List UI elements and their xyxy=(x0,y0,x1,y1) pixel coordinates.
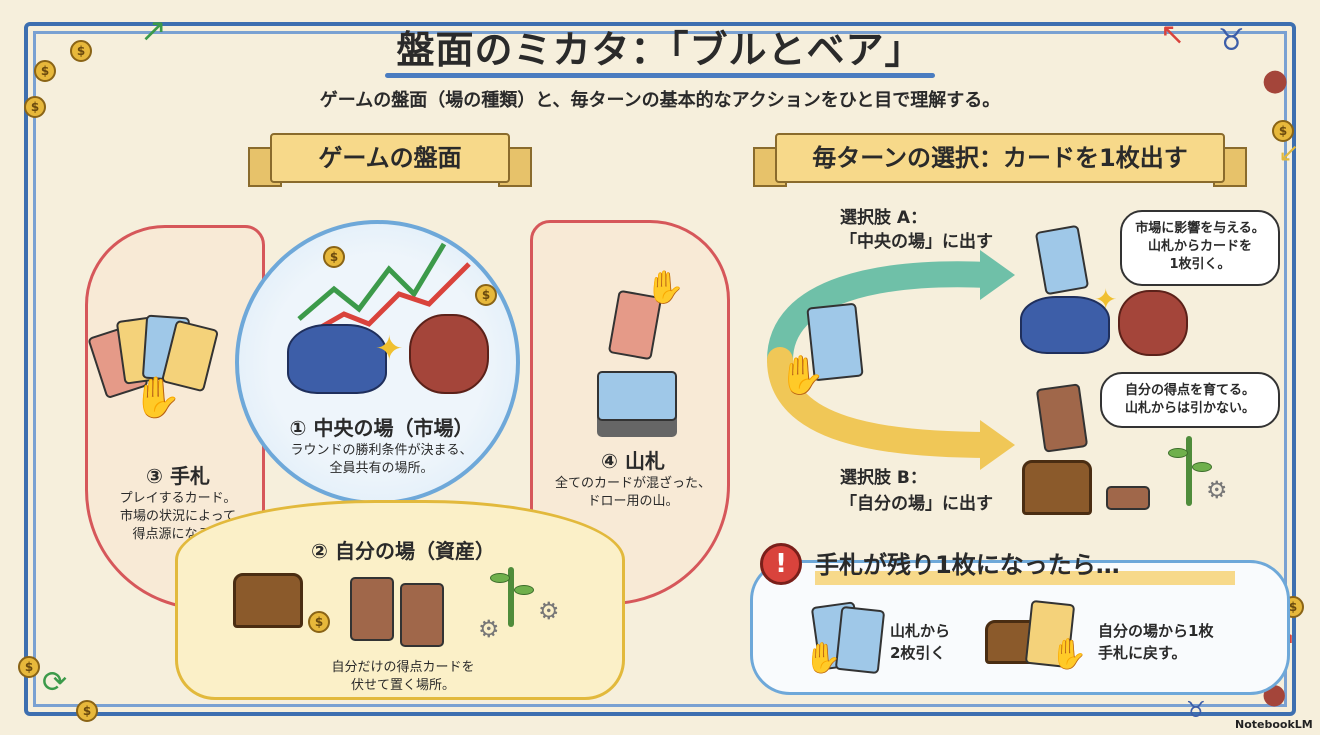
arrow-up-right-icon: ↗ xyxy=(140,11,167,49)
hand-drawing-icon: ✋ xyxy=(645,268,685,306)
leaf-icon xyxy=(1192,462,1212,472)
deck-zone: ✋ ④ 山札 全てのカードが混ざった、 ドロー用の山。 xyxy=(530,220,730,605)
bull-figure xyxy=(287,324,387,394)
option-a-speech-3: 1枚引く。 xyxy=(1169,257,1231,272)
bear-figure xyxy=(409,314,489,394)
growing-plant-icon xyxy=(1186,436,1192,506)
leaf-icon xyxy=(490,573,510,583)
return-card-text-2: 手札に戻す。 xyxy=(1098,644,1187,662)
bull-head-icon: ♉ xyxy=(1186,698,1206,723)
option-a-label-2: 「中央の場」に出す xyxy=(840,232,993,252)
facedown-card xyxy=(1035,383,1089,453)
coin-icon: $ xyxy=(34,60,56,82)
asset-zone: ② 自分の場（資産） $ ⚙ ⚙ 自分だけの得点カードを 伏せて置く場所。 xyxy=(175,500,625,700)
option-b-label-2: 「自分の場」に出す xyxy=(840,494,993,514)
option-a-speech-2: 山札からカードを xyxy=(1147,239,1252,254)
deck-zone-desc-2: ドロー用の山。 xyxy=(587,494,679,509)
bear-head-icon: ● xyxy=(1262,63,1289,98)
gear-icon: ⚙ xyxy=(1206,476,1228,504)
leaf-icon xyxy=(514,585,534,595)
hand-holding-icon: ✋ xyxy=(804,641,842,676)
deck-zone-title: ④ 山札 xyxy=(601,449,665,473)
gear-icon: ⚙ xyxy=(538,597,560,625)
cycle-arrows-icon: ⟳ xyxy=(42,665,68,700)
option-a-label-1: 選択肢 A： xyxy=(840,208,928,228)
treasure-chest-icon xyxy=(1022,460,1092,515)
asset-card-stack xyxy=(1106,486,1150,510)
turn-choice-ribbon: 毎ターンの選択：カードを1枚出す xyxy=(753,133,1247,187)
board-section-ribbon: ゲームの盤面 xyxy=(248,133,532,187)
market-zone-title: ① 中央の場（市場） xyxy=(289,416,474,440)
draw-two-text-2: 2枚引く xyxy=(890,644,946,662)
deck-zone-desc-1: 全てのカードが混ざった、 xyxy=(554,476,711,491)
coin-icon: $ xyxy=(24,96,46,118)
market-zone-desc-2: 全員共有の場所。 xyxy=(329,461,434,476)
drawn-card xyxy=(834,605,886,675)
growing-plant-icon xyxy=(508,567,514,627)
facedown-card xyxy=(350,577,394,641)
asset-zone-title: ② 自分の場（資産） xyxy=(311,539,495,563)
hand-zone-desc-2: 市場の状況によって xyxy=(120,509,236,524)
hand-zone-title: ③ 手札 xyxy=(146,464,210,488)
bull-head-icon: ♉ xyxy=(1218,23,1245,58)
deck-stack xyxy=(597,371,677,421)
option-b-speech: 自分の得点を育てる。 山札からは引かない。 xyxy=(1100,372,1280,428)
page-subtitle: ゲームの盤面（場の種類）と、毎ターンの基本的なアクションをひと目で理解する。 xyxy=(319,90,1001,111)
title-underline xyxy=(385,73,935,78)
market-chart-arrows xyxy=(297,242,471,337)
gear-icon: ⚙ xyxy=(478,615,500,643)
option-a-speech: 市場に影響を与える。 山札からカードを 1枚引く。 xyxy=(1120,210,1280,286)
one-card-left-title: 手札が残り1枚になったら… xyxy=(815,545,1235,585)
hand-holding-icon: ✋ xyxy=(1050,637,1088,672)
coin-icon: $ xyxy=(308,611,330,633)
asset-zone-desc-1: 自分だけの得点カードを xyxy=(331,660,475,675)
coin-icon: $ xyxy=(475,284,497,306)
choice-arrows xyxy=(767,250,1015,470)
clash-spark-icon: ✦ xyxy=(375,329,404,369)
draw-two-text-1: 山札から xyxy=(890,622,951,640)
bear-figure xyxy=(1118,290,1188,356)
page-title: 盤面のミカタ：「ブルとベア」 xyxy=(396,28,924,72)
option-b-speech-1: 自分の得点を育てる。 xyxy=(1124,383,1255,398)
market-zone-desc-1: ラウンドの勝利条件が決まる、 xyxy=(290,443,473,458)
exclamation-icon: ! xyxy=(760,543,802,585)
coin-icon: $ xyxy=(18,656,40,678)
clash-spark-icon: ✦ xyxy=(1094,283,1118,316)
return-card-text-1: 自分の場から1枚 xyxy=(1098,622,1214,640)
watermark: NotebookLM xyxy=(1235,718,1313,731)
market-zone: ✦ $ $ ① 中央の場（市場） ラウンドの勝利条件が決まる、 全員共有の場所。 xyxy=(235,220,520,505)
facedown-card xyxy=(400,583,444,647)
option-b-speech-2: 山札からは引かない。 xyxy=(1124,401,1255,416)
coin-icon: $ xyxy=(76,700,98,722)
coin-icon: $ xyxy=(1272,120,1294,142)
arrow-up-left-icon: ↖ xyxy=(1160,17,1186,52)
treasure-chest-icon xyxy=(233,573,303,628)
bull-figure xyxy=(1020,296,1110,354)
coin-icon: $ xyxy=(70,40,92,62)
arrow-down-left-icon: ↙ xyxy=(1278,138,1300,168)
page-frame xyxy=(24,22,1296,716)
coin-icon: $ xyxy=(323,246,345,268)
hand-holding-icon: ✋ xyxy=(132,375,182,421)
hand-zone-desc-1: プレイするカード。 xyxy=(119,491,237,506)
option-b-label-1: 選択肢 B： xyxy=(840,468,927,488)
option-a-speech-1: 市場に影響を与える。 xyxy=(1135,221,1265,236)
asset-zone-desc-2: 伏せて置く場所。 xyxy=(350,678,455,693)
leaf-icon xyxy=(1168,448,1188,458)
hand-holding-icon: ✋ xyxy=(778,353,826,397)
